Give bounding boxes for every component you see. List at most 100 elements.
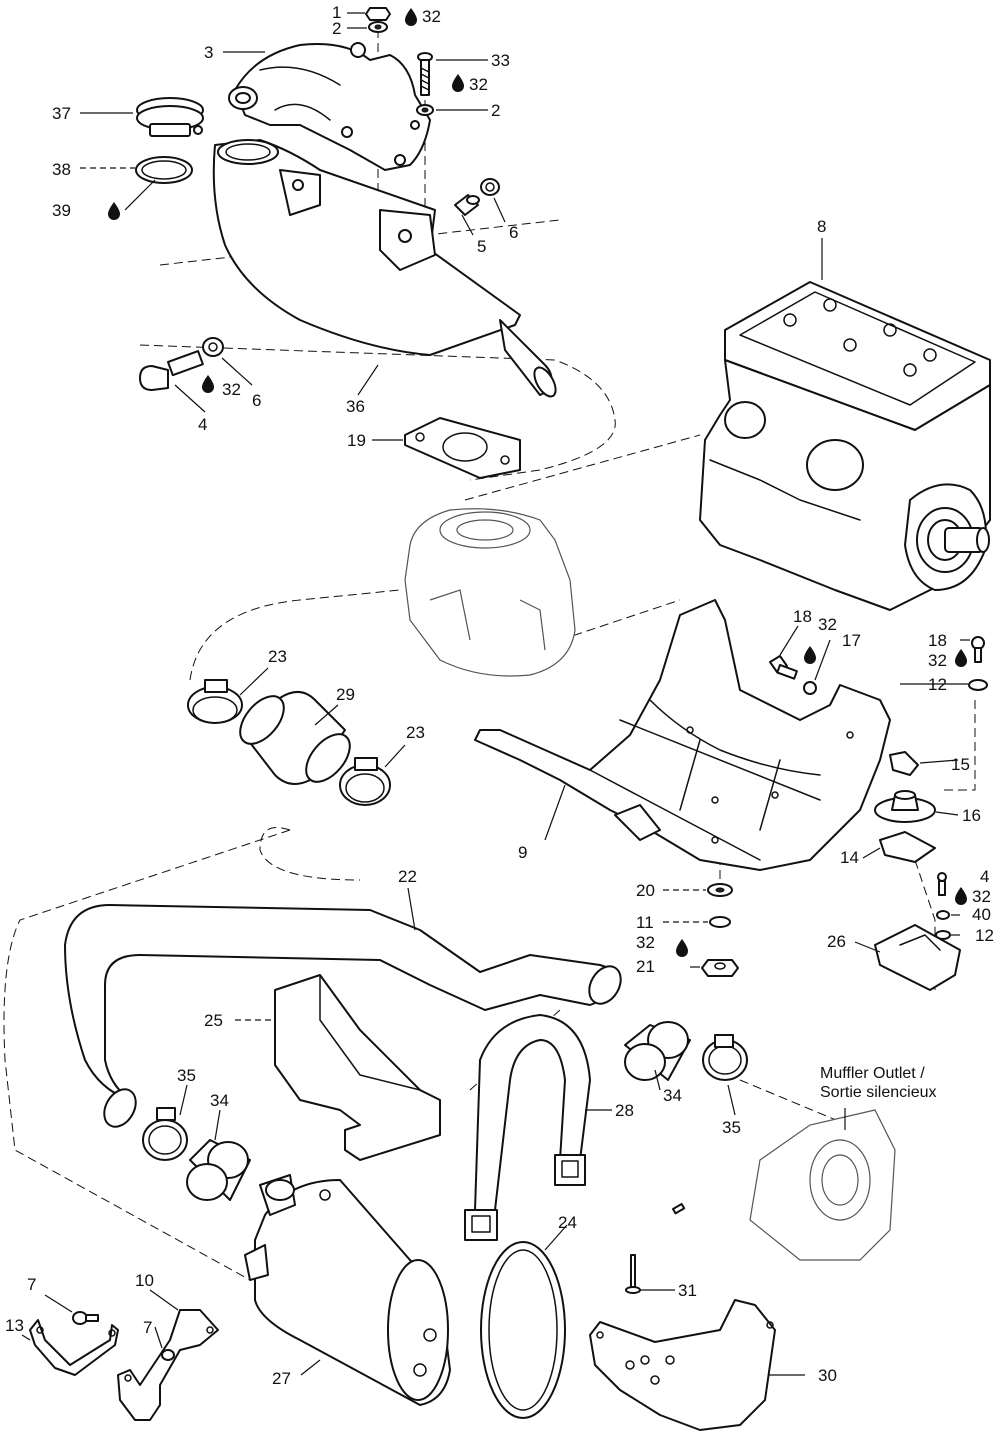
callout-12: 12 <box>975 926 994 945</box>
exhaust-manifold <box>228 42 431 171</box>
washer-2-top <box>368 21 388 33</box>
callout-32: 32 <box>222 380 241 399</box>
heat-shield-30 <box>589 1299 776 1431</box>
exhaust-pipe <box>212 139 557 398</box>
lock-washer-11 <box>709 916 731 928</box>
engine-support-9 <box>474 599 891 871</box>
washer-17 <box>803 681 817 695</box>
bolt-33 <box>417 52 433 96</box>
muffler-outlet-ghost <box>749 1109 896 1261</box>
washer-40 <box>936 910 950 920</box>
callout-22: 22 <box>398 867 417 886</box>
callout-1: 1 <box>332 3 341 22</box>
clamp-35-right <box>702 1034 748 1081</box>
callout-11: 11 <box>636 913 654 932</box>
clamp-23-left <box>187 679 243 724</box>
exhaust-pipe-22 <box>64 904 622 1128</box>
engine-mount-16 <box>874 790 936 823</box>
callout-35: 35 <box>177 1066 196 1085</box>
muffler-27 <box>244 1174 451 1406</box>
callout-4: 4 <box>980 867 989 886</box>
callout-32: 32 <box>469 75 488 94</box>
washer-20 <box>707 883 733 897</box>
gasket-19 <box>404 417 521 479</box>
caption-muffler-outlet-fr: Sortie silencieux <box>820 1084 937 1101</box>
callout-18: 18 <box>793 607 812 626</box>
callout-16: 16 <box>962 806 981 825</box>
clamp-35-left <box>142 1107 188 1161</box>
callout-31: 31 <box>678 1281 697 1300</box>
callout-18: 18 <box>928 631 947 650</box>
strap-28 <box>464 1014 591 1241</box>
callout-25: 25 <box>204 1011 223 1030</box>
rubber-mount-15 <box>889 751 919 776</box>
insulation-block-25 <box>274 974 441 1161</box>
callout-30: 30 <box>818 1366 837 1385</box>
callout-29: 29 <box>336 685 355 704</box>
callout-34: 34 <box>210 1091 229 1110</box>
callout-39: 39 <box>52 201 71 220</box>
callout-28: 28 <box>615 1101 634 1120</box>
caption-muffler-outlet-en: Muffler Outlet / <box>820 1065 925 1082</box>
callout-21: 21 <box>636 957 655 976</box>
callout-27: 27 <box>272 1369 291 1388</box>
callout-6: 6 <box>252 391 261 410</box>
coupling-34-left <box>186 1139 251 1201</box>
callout-12: 12 <box>928 675 947 694</box>
callout-35: 35 <box>722 1118 741 1137</box>
callout-32: 32 <box>422 7 441 26</box>
callout-4: 4 <box>198 415 207 434</box>
callout-13: 13 <box>5 1316 24 1335</box>
callout-20: 20 <box>636 881 655 900</box>
callout-23: 23 <box>406 723 425 742</box>
sealant-drop-icon <box>452 74 464 92</box>
callout-8: 8 <box>817 217 826 236</box>
callout-15: 15 <box>951 755 970 774</box>
callout-32: 32 <box>818 615 837 634</box>
sealant-drop-icon <box>108 202 120 220</box>
screw-7-right <box>161 1203 686 1361</box>
callout-10: 10 <box>135 1271 154 1290</box>
sealant-drop-icon <box>202 375 214 393</box>
sealant-drop-icon <box>955 649 967 667</box>
callout-14: 14 <box>840 848 859 867</box>
callout-34: 34 <box>663 1086 682 1105</box>
coupling-34-right <box>624 1021 691 1081</box>
clamp-ring-37 <box>136 97 204 137</box>
hose-29 <box>239 691 351 785</box>
bolt-4-right <box>937 872 947 896</box>
nut-1 <box>365 7 391 21</box>
callout-7: 7 <box>27 1275 36 1294</box>
exhaust-adapter-ghost <box>404 508 576 677</box>
callout-38: 38 <box>52 160 71 179</box>
nut-21 <box>701 959 739 977</box>
callout-24: 24 <box>558 1213 577 1232</box>
sealant-drop-icon <box>955 887 967 905</box>
clamp-23-right <box>339 757 391 806</box>
bolt-18-center <box>769 655 798 680</box>
bracket-13 <box>29 1319 119 1376</box>
screw-7-left <box>72 1311 99 1325</box>
callout-19: 19 <box>347 431 366 450</box>
callout-36: 36 <box>346 397 365 416</box>
sealant-drop-icon <box>676 939 688 957</box>
rivet-31 <box>625 1254 641 1294</box>
bushing-6-left <box>202 337 224 357</box>
sleeve-5 <box>454 194 480 216</box>
callout-33: 33 <box>491 51 510 70</box>
washer-12-top <box>968 679 988 691</box>
callout-23: 23 <box>268 647 287 666</box>
bracket-10 <box>117 1309 219 1421</box>
callout-26: 26 <box>827 932 846 951</box>
bushing-6-right <box>480 178 500 196</box>
band-24 <box>480 1241 566 1419</box>
engine-8 <box>699 281 991 611</box>
washer-2-right <box>416 104 434 116</box>
callout-37: 37 <box>52 104 71 123</box>
callout-6: 6 <box>509 223 518 242</box>
shim-14 <box>879 831 936 863</box>
callout-labels: 1 32 2 3 33 32 2 37 38 39 5 6 8 6 36 32 … <box>5 3 994 1388</box>
callout-3: 3 <box>204 43 213 62</box>
